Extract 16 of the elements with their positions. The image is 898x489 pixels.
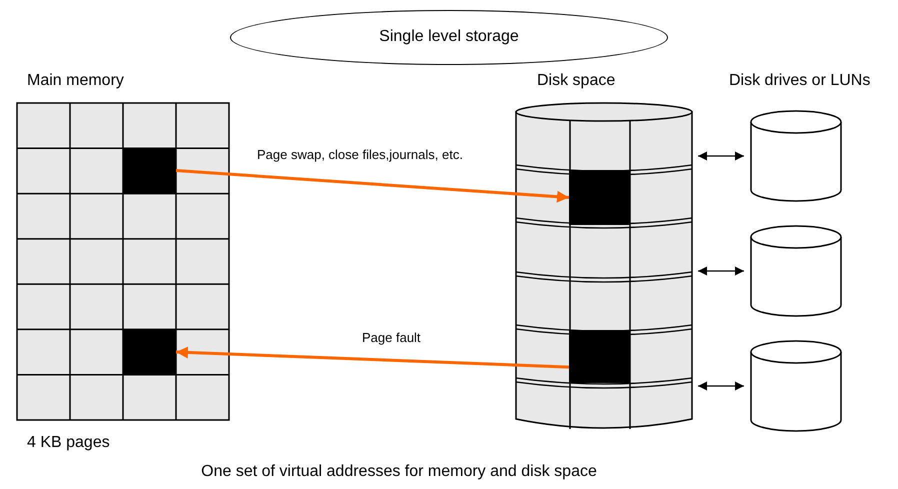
page-block [569, 330, 630, 383]
section-heading: Disk drives or LUNs [729, 72, 870, 90]
caption: One set of virtual addresses for memory and disk space [200, 463, 598, 481]
disk-drive-icon [750, 225, 842, 317]
page-block [123, 329, 176, 375]
section-heading: Disk space [537, 72, 616, 90]
disk-drive-icon [750, 340, 842, 432]
edge-label: Page swap, close files,journals, etc. [255, 147, 465, 162]
page-block [123, 148, 176, 193]
ellipse-label: Single level storage [378, 28, 520, 46]
edge-label: Page fault [360, 330, 423, 345]
disk-drive-icon [750, 110, 842, 202]
node-label: 4 KB pages [27, 434, 110, 452]
section-heading: Main memory [27, 72, 124, 90]
storage-ellipse [230, 10, 668, 65]
page-block [569, 170, 630, 225]
